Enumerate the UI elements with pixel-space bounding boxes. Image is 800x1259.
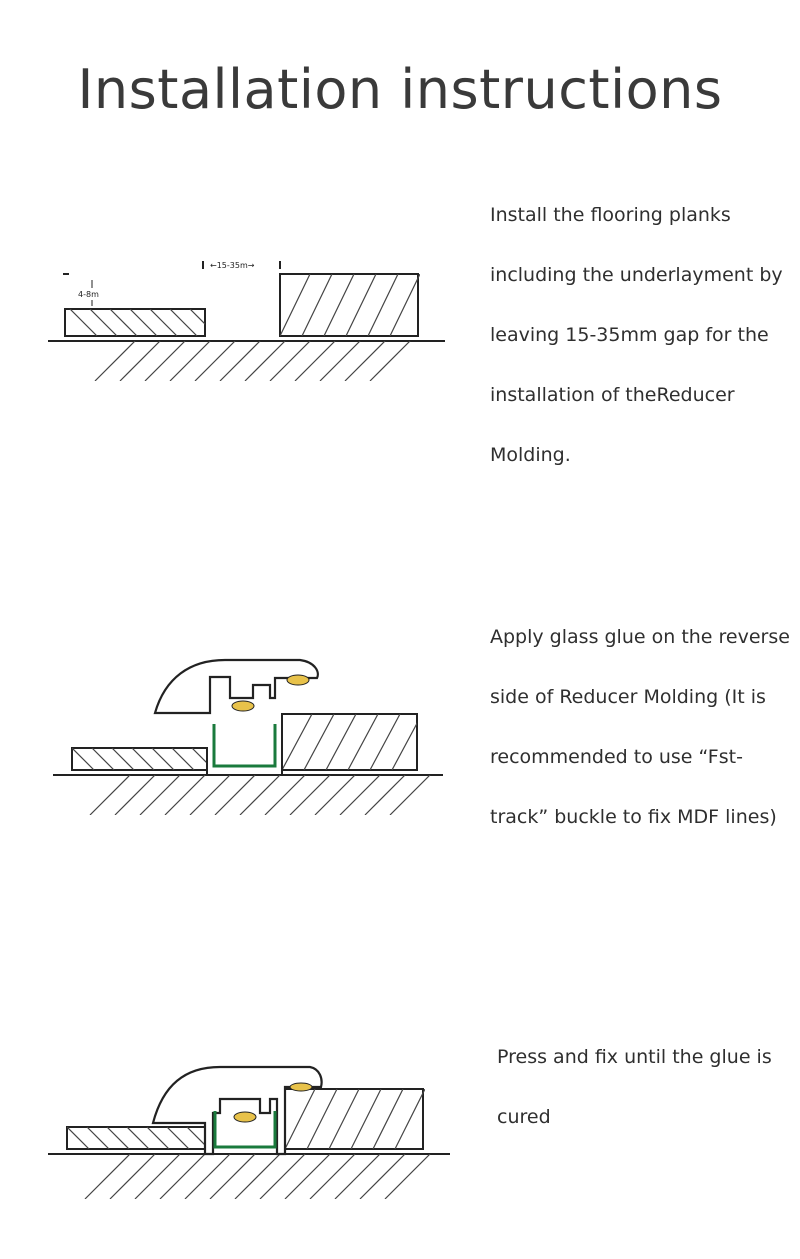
page-title: Installation instructions <box>77 58 723 121</box>
step-3-diagram <box>48 1065 450 1199</box>
step-1-diagram: ←15-35m→ 4-8m <box>48 261 445 381</box>
glue-dot <box>233 1111 257 1123</box>
reducer-molding <box>153 658 319 715</box>
glue-dot <box>289 1082 313 1092</box>
height-dimension-label: 4-8m <box>78 290 99 299</box>
step-line: cured <box>497 1106 551 1128</box>
step-line: installation of theReducer <box>490 384 735 406</box>
step-line: track” buckle to fix MDF lines) <box>490 806 777 828</box>
step-2-diagram <box>53 658 443 815</box>
step-3-text: Press and fix until the glue is cured <box>497 1027 772 1147</box>
track-clip <box>213 1111 277 1149</box>
step-1-text: Install the flooring planks including th… <box>490 185 783 485</box>
track-clip <box>212 724 277 768</box>
gap-dimension-label: ←15-35m→ <box>210 261 255 270</box>
step-line: side of Reducer Molding (It is <box>490 686 766 708</box>
glue-dot <box>231 700 255 712</box>
step-line: recommended to use “Fst- <box>490 746 743 768</box>
step-line: leaving 15-35mm gap for the <box>490 324 769 346</box>
step-line: Install the flooring planks <box>490 204 731 226</box>
step-line: Molding. <box>490 444 571 466</box>
reducer-molding <box>151 1065 323 1156</box>
step-2-text: Apply glass glue on the reverse side of … <box>490 607 790 847</box>
step-line: including the underlayment by <box>490 264 783 286</box>
step-line: Apply glass glue on the reverse <box>490 626 790 648</box>
glue-dot <box>286 674 310 686</box>
step-line: Press and fix until the glue is <box>497 1046 772 1068</box>
